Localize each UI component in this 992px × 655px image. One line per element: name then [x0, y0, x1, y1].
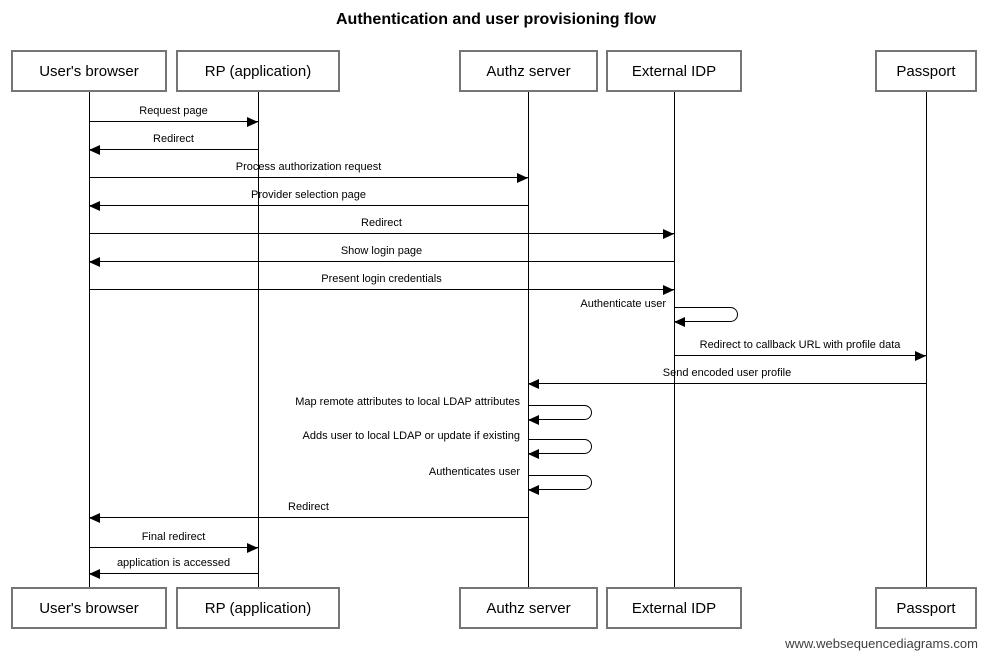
message-label: Redirect to callback URL with profile da… — [699, 339, 901, 351]
lifeline-browser — [89, 92, 90, 587]
message-label: Request page — [139, 105, 208, 117]
arrowhead-left-icon — [89, 513, 100, 523]
self-message-label: Authenticates user — [428, 466, 520, 478]
actor-box-top-idp: External IDP — [606, 50, 742, 92]
arrowhead-right-icon — [663, 285, 674, 295]
arrowhead-left-icon — [89, 145, 100, 155]
lifeline-passport — [926, 92, 927, 587]
arrowhead-left-icon — [528, 449, 539, 459]
lifeline-idp — [674, 92, 675, 587]
message-line — [89, 289, 674, 290]
arrowhead-right-icon — [517, 173, 528, 183]
self-loop — [528, 475, 592, 490]
message-label: application is accessed — [116, 557, 231, 569]
actor-box-top-browser: User's browser — [11, 50, 167, 92]
message-label: Present login credentials — [321, 273, 442, 285]
arrowhead-left-icon — [89, 569, 100, 579]
actor-box-top-passport: Passport — [875, 50, 977, 92]
message-line — [89, 573, 258, 574]
message-label: Redirect — [288, 501, 329, 513]
watermark-text: www.websequencediagrams.com — [785, 636, 978, 651]
actor-box-top-rp: RP (application) — [176, 50, 340, 92]
message-line — [89, 233, 674, 234]
arrowhead-right-icon — [247, 543, 258, 553]
self-message-label: Adds user to local LDAP or update if exi… — [302, 430, 520, 442]
self-loop — [674, 307, 738, 322]
message-label: Redirect — [361, 217, 402, 229]
message-label: Redirect — [153, 133, 194, 145]
self-message-label: Map remote attributes to local LDAP attr… — [295, 396, 520, 408]
message-line — [528, 383, 926, 384]
arrowhead-left-icon — [89, 201, 100, 211]
self-message-label: Authenticate user — [580, 298, 666, 310]
lifeline-rp — [258, 92, 259, 587]
actor-box-bottom-rp: RP (application) — [176, 587, 340, 629]
arrowhead-left-icon — [528, 485, 539, 495]
arrowhead-left-icon — [528, 379, 539, 389]
message-line — [674, 355, 926, 356]
message-label: Send encoded user profile — [662, 367, 792, 379]
message-line — [89, 121, 258, 122]
message-label: Show login page — [340, 245, 423, 257]
message-label: Process authorization request — [235, 161, 382, 173]
actor-box-top-authz: Authz server — [459, 50, 598, 92]
message-line — [89, 517, 528, 518]
actor-box-bottom-browser: User's browser — [11, 587, 167, 629]
arrowhead-left-icon — [528, 415, 539, 425]
message-line — [89, 261, 674, 262]
arrowhead-left-icon — [674, 317, 685, 327]
arrowhead-right-icon — [247, 117, 258, 127]
message-line — [89, 547, 258, 548]
actor-box-bottom-passport: Passport — [875, 587, 977, 629]
arrowhead-left-icon — [89, 257, 100, 267]
message-line — [89, 205, 528, 206]
diagram-title: Authentication and user provisioning flo… — [335, 11, 656, 28]
message-line — [89, 177, 528, 178]
actor-box-bottom-authz: Authz server — [459, 587, 598, 629]
message-label: Provider selection page — [251, 189, 366, 201]
arrowhead-right-icon — [915, 351, 926, 361]
self-loop — [528, 405, 592, 420]
message-line — [89, 149, 258, 150]
message-label: Final redirect — [141, 531, 206, 543]
arrowhead-right-icon — [663, 229, 674, 239]
lifeline-authz — [528, 92, 529, 587]
actor-box-bottom-idp: External IDP — [606, 587, 742, 629]
self-loop — [528, 439, 592, 454]
